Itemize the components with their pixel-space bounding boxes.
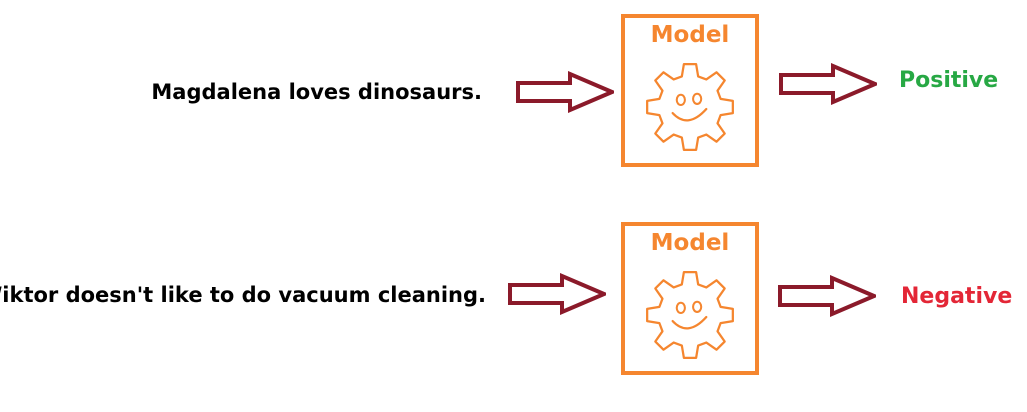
input-sentence: Magdalena loves dinosaurs.	[151, 80, 482, 104]
model-box: Model	[621, 222, 759, 375]
model-label: Model	[650, 22, 730, 48]
model-box: Model	[621, 14, 759, 167]
smiling-gear-icon	[646, 271, 734, 359]
output-label-negative: Negative	[901, 284, 1013, 309]
output-arrow-icon	[778, 275, 876, 317]
input-arrow-icon	[508, 273, 606, 315]
input-arrow-icon	[516, 71, 614, 113]
smiling-gear-icon	[646, 63, 734, 151]
input-sentence: Wiktor doesn't like to do vacuum cleanin…	[0, 283, 486, 307]
model-label: Model	[650, 230, 730, 256]
output-label-positive: Positive	[899, 68, 999, 93]
classification-example-1: Magdalena loves dinosaurs. Model Positiv…	[0, 12, 1027, 172]
output-arrow-icon	[779, 63, 877, 105]
classification-example-2: Wiktor doesn't like to do vacuum cleanin…	[0, 222, 1027, 382]
